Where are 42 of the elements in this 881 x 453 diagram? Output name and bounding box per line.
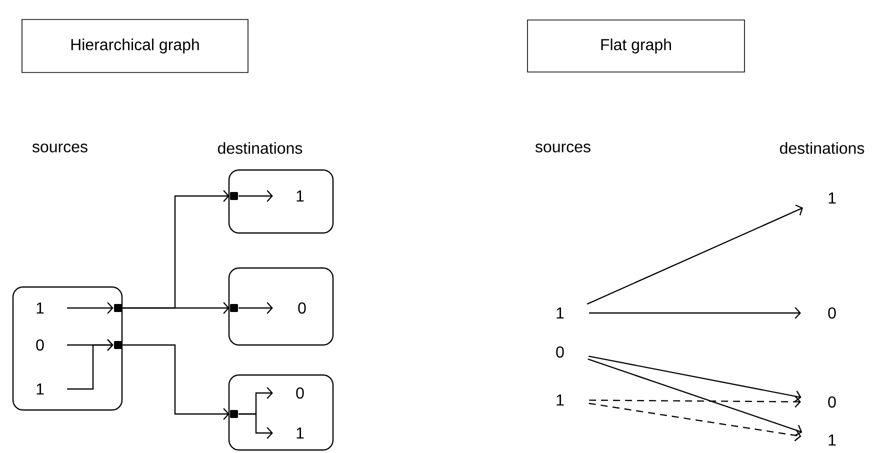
group-box <box>228 169 334 234</box>
digit-label: 1 <box>828 434 836 446</box>
arrow <box>122 302 230 314</box>
port-square <box>114 304 122 312</box>
arrow <box>67 302 114 314</box>
arrow <box>586 204 804 305</box>
digit-label: 1 <box>556 308 564 318</box>
port-square <box>114 341 122 349</box>
arrow <box>238 413 273 439</box>
title-box: Hierarchical graph <box>22 19 248 73</box>
port-square <box>230 410 238 418</box>
digit-label: 1 <box>556 394 564 406</box>
arrow <box>238 302 273 314</box>
digit-label: 1 <box>36 302 44 314</box>
arrow <box>67 339 114 390</box>
digit-label: 0 <box>298 302 306 314</box>
arrow <box>122 344 230 420</box>
digit-label: 0 <box>828 396 836 408</box>
digit-label: 1 <box>36 384 44 394</box>
digit-label: 1 <box>828 192 836 204</box>
group-box <box>228 267 334 346</box>
port-square <box>230 304 238 312</box>
column-heading: sources <box>535 144 590 152</box>
column-heading: destinations <box>780 142 864 154</box>
title-box: Flat graph <box>527 20 745 72</box>
arrow <box>588 402 802 442</box>
digit-label: 1 <box>296 190 304 202</box>
arrow <box>588 358 802 436</box>
port-square <box>230 192 238 200</box>
digit-label: 0 <box>36 339 44 351</box>
column-heading: sources <box>32 144 88 152</box>
digit-label: 0 <box>296 387 304 399</box>
digit-label: 0 <box>828 307 836 319</box>
arrow <box>588 356 802 402</box>
arrow <box>589 396 801 408</box>
column-heading: destinations <box>218 142 302 154</box>
digit-label: 1 <box>296 428 304 438</box>
group-box <box>228 374 334 451</box>
digit-label: 0 <box>556 346 564 358</box>
arrow <box>589 307 801 319</box>
group-box <box>12 286 123 411</box>
arrow <box>238 190 273 202</box>
